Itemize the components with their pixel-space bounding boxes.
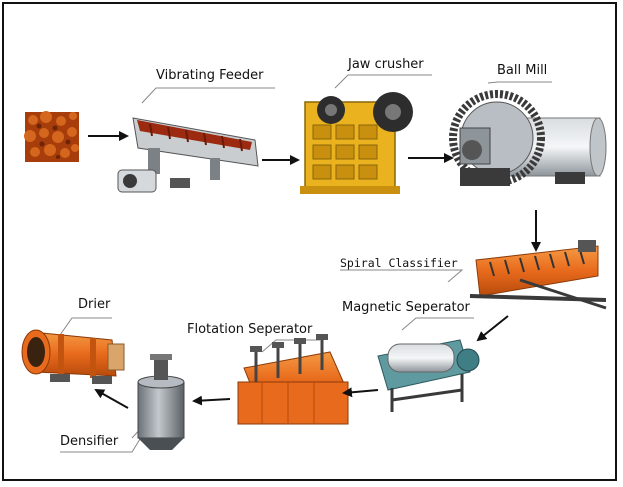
label-magnetic-separator: Magnetic Seperator bbox=[342, 300, 470, 315]
drier-icon bbox=[21, 329, 125, 384]
label-jaw-crusher: Jaw crusher bbox=[348, 57, 424, 72]
flow-arrows bbox=[88, 131, 541, 409]
label-densifier: Densifier bbox=[60, 434, 119, 449]
label-drier: Drier bbox=[78, 297, 111, 312]
diagram-border bbox=[2, 2, 617, 481]
ball-mill-icon bbox=[449, 90, 607, 186]
magnetic-separator-icon bbox=[377, 339, 480, 412]
ore-pile-icon bbox=[24, 111, 79, 162]
arrow-classifier-to-magnetic bbox=[476, 315, 509, 342]
label-flotation-separator: Flotation Seperator bbox=[187, 322, 313, 337]
arrow-magnetic-to-flotation bbox=[342, 387, 379, 398]
densifier-icon bbox=[137, 354, 185, 450]
label-spiral-classifier: Spiral Classifier bbox=[340, 256, 458, 270]
flotation-separator-icon bbox=[237, 334, 349, 425]
label-vibrating-feeder: Vibrating Feeder bbox=[156, 68, 264, 83]
arrow-densifier-to-drier bbox=[94, 389, 129, 409]
label-leader-lines bbox=[59, 74, 552, 453]
label-ball-mill: Ball Mill bbox=[497, 63, 548, 78]
arrow-flotation-to-densifier bbox=[192, 395, 231, 406]
vibrating-feeder-icon bbox=[117, 117, 259, 193]
spiral-classifier-icon bbox=[469, 240, 607, 310]
jaw-crusher-icon bbox=[300, 92, 413, 194]
